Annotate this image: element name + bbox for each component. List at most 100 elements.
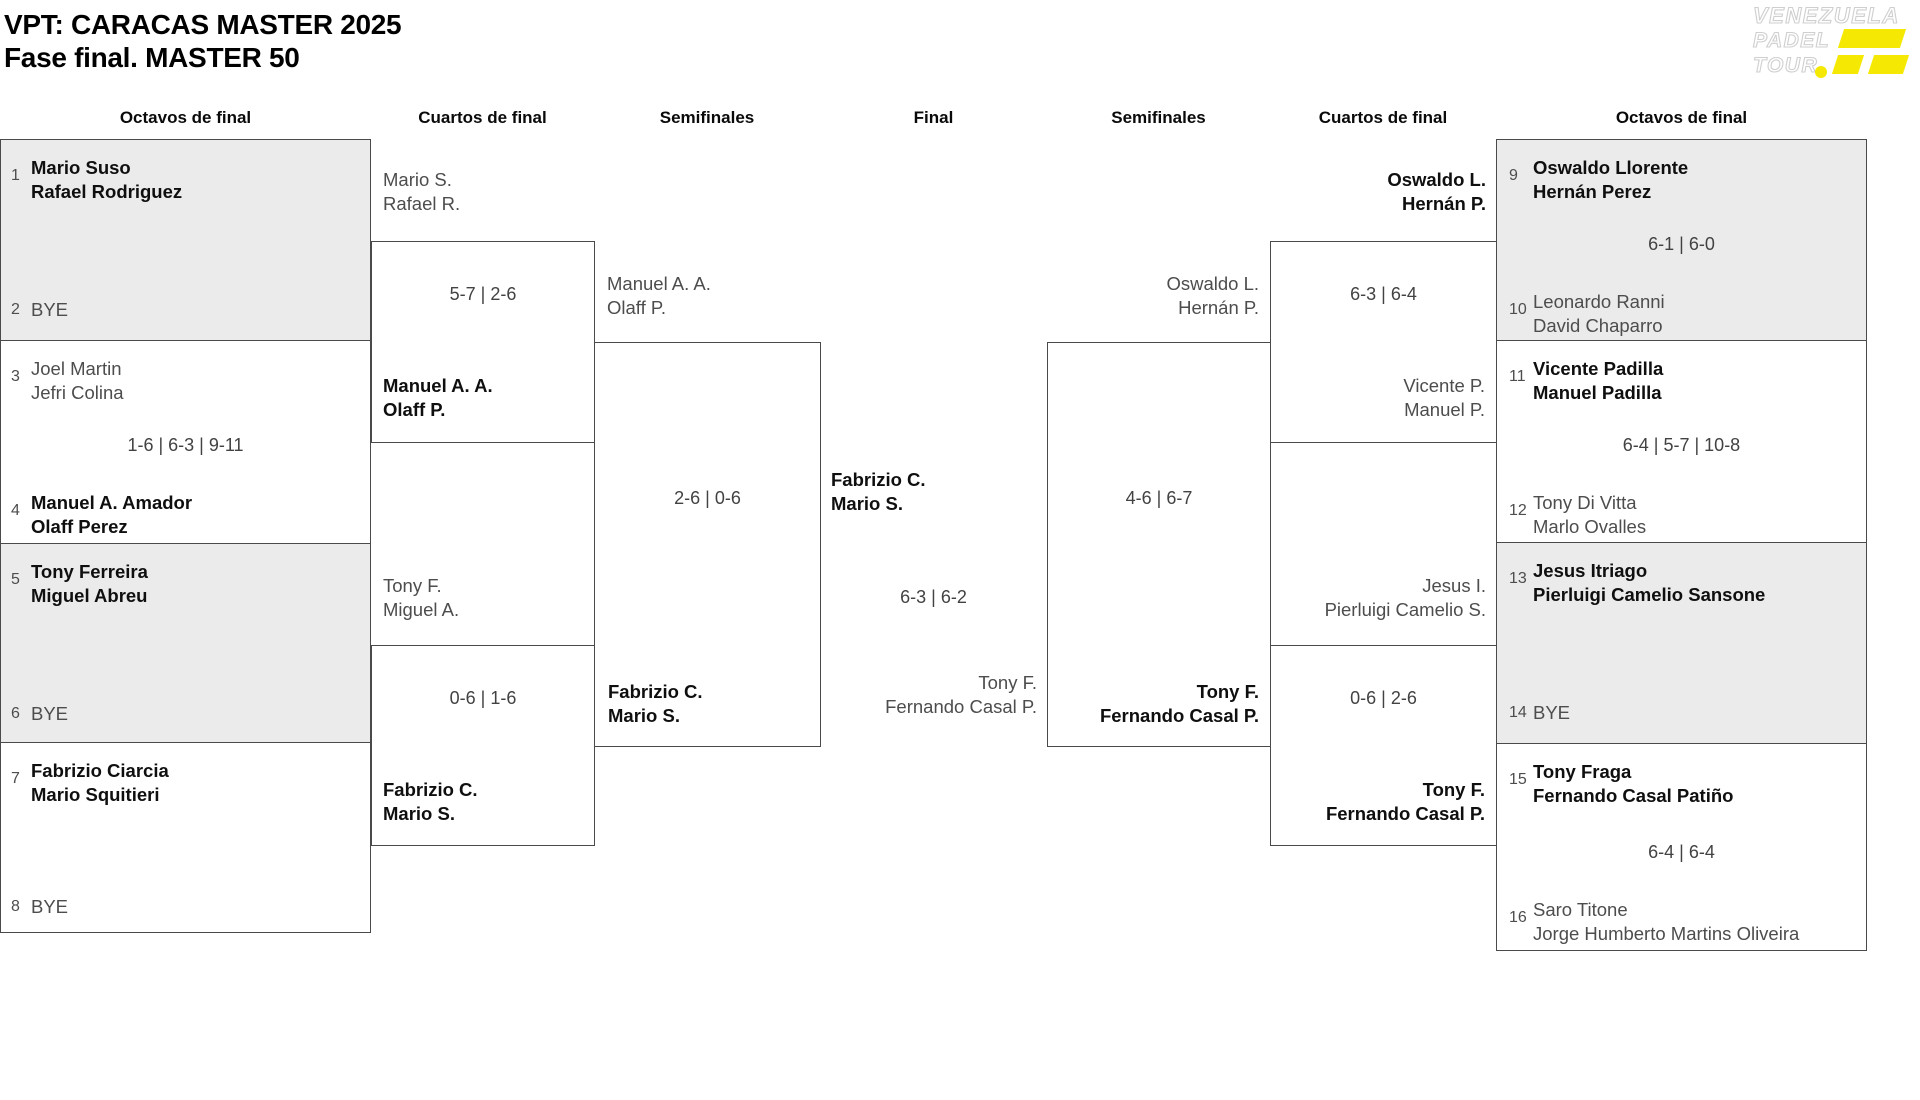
logo-yellow-bar-icon (1867, 55, 1910, 74)
final-team-2: Tony F. Fernando Casal P. (820, 671, 1037, 719)
player-name: Vicente Padilla (1533, 358, 1664, 379)
logo-word-venezuela: VENEZUELA (1752, 3, 1900, 28)
team-pair: Tony Fraga Fernando Casal Patiño (1533, 760, 1733, 808)
player-name: Olaff Perez (31, 516, 128, 537)
match-score: 5-7 | 2-6 (449, 284, 517, 304)
team-pair: Manuel A. A. Olaff P. (383, 374, 493, 422)
match-box-sf-right: 4-6 | 6-7 Tony F. Fernando Casal P. (1047, 342, 1271, 747)
player-name: Miguel A. (383, 599, 460, 620)
seed-number: 16 (1509, 909, 1527, 926)
team-pair: Fabrizio C. Mario S. (383, 778, 478, 826)
team-pair: Jesus I. Pierluigi Camelio S. (1270, 574, 1486, 622)
bye-label: BYE (31, 703, 69, 724)
player-name: David Chaparro (1533, 315, 1663, 336)
seed-number: 5 (11, 571, 20, 588)
round-header-cuartos-right: Cuartos de final (1318, 108, 1448, 127)
player-name: Fernando Casal Patiño (1533, 785, 1734, 806)
player-name: Tony F. (978, 672, 1037, 693)
player-name: Manuel A. A. (607, 273, 711, 294)
player-name: Fernando Casal P. (1325, 803, 1485, 824)
bye-label: BYE (1533, 702, 1571, 723)
match-score: 1-6 | 6-3 | 9-11 (127, 435, 244, 455)
team-pair: Fabrizio C. Mario S. (608, 680, 703, 728)
seed-number: 7 (11, 770, 20, 787)
match-box-oct-left-4: 7 Fabrizio Ciarcia Mario Squitieri 8 BYE (0, 742, 371, 933)
player-name: Tony Ferreira (31, 561, 148, 582)
logo-word-tour: TOUR (1752, 54, 1819, 77)
match-box-oct-right-2: 11 Vicente Padilla Manuel Padilla 6-4 | … (1496, 340, 1867, 543)
match-score: 6-4 | 6-4 (1648, 842, 1715, 862)
player-name: Mario S. (383, 803, 455, 824)
match-box-oct-left-3: 5 Tony Ferreira Miguel Abreu 6 BYE (0, 543, 371, 743)
team-pair: Oswaldo L. Hernán P. (1047, 272, 1259, 320)
player-name: Jesus I. (1422, 575, 1486, 596)
player-name: Jefri Colina (31, 382, 124, 403)
team-pair: Tony F. Miguel A. (383, 574, 459, 622)
team-pair: Saro Titone Jorge Humberto Martins Olive… (1533, 898, 1799, 946)
seed-number: 15 (1509, 771, 1527, 788)
seed-number: 9 (1509, 167, 1518, 184)
round-header-cuartos-left: Cuartos de final (418, 108, 547, 127)
player-name: Rafael Rodriguez (31, 181, 183, 202)
player-name: Oswaldo Llorente (1533, 157, 1689, 178)
bye-label: BYE (31, 896, 69, 917)
player-name: Fabrizio C. (831, 469, 926, 490)
player-name: Marlo Ovalles (1533, 516, 1647, 537)
player-name: Fabrizio C. (383, 779, 478, 800)
player-name: Manuel Padilla (1533, 382, 1662, 403)
player-name: Oswaldo L. (1387, 169, 1486, 190)
player-name: Manuel A. Amador (31, 492, 193, 513)
player-name: Rafael R. (383, 193, 461, 214)
seed-number: 8 (11, 898, 20, 915)
match-box-oct-left-2: 3 Joel Martin Jefri Colina 1-6 | 6-3 | 9… (0, 340, 371, 544)
team-pair: Oswaldo Llorente Hernán Perez (1533, 156, 1688, 204)
player-name: Vicente P. (1403, 375, 1485, 396)
player-name: Saro Titone (1533, 899, 1628, 920)
round-header-octavos-left: Octavos de final (119, 108, 252, 127)
seed-number: 4 (11, 502, 20, 519)
seed-number: 13 (1509, 570, 1527, 587)
match-box-oct-right-3: 13 Jesus Itriago Pierluigi Camelio Sanso… (1496, 542, 1867, 744)
seed-number: 6 (11, 705, 20, 722)
player-name: Tony F. (1196, 681, 1259, 702)
team-pair: Leonardo Ranni David Chaparro (1533, 290, 1665, 338)
player-name: Pierluigi Camelio Sansone (1533, 584, 1766, 605)
match-score: 0-6 | 1-6 (449, 688, 517, 708)
match-score: 6-1 | 6-0 (1648, 234, 1715, 254)
logo-yellow-bar-icon (1837, 29, 1907, 48)
player-name: Pierluigi Camelio S. (1324, 599, 1486, 620)
player-name: Hernán P. (1178, 297, 1259, 318)
match-score: 0-6 | 2-6 (1350, 688, 1417, 708)
team-pair: Tony F. Fernando Casal P. (1326, 778, 1485, 826)
match-box-sf-left: 2-6 | 0-6 Fabrizio C. Mario S. (594, 342, 821, 747)
player-name: Fernando Casal P. (1099, 705, 1259, 726)
player-name: Hernán Perez (1533, 181, 1652, 202)
player-name: Mario S. (831, 493, 903, 514)
round-header-semis-right: Semifinales (1111, 108, 1206, 127)
seed-number: 10 (1509, 301, 1527, 318)
logo-yellow-bar-icon (1831, 55, 1865, 74)
player-name: Fabrizio Ciarcia (31, 760, 169, 781)
team-pair: Jesus Itriago Pierluigi Camelio Sansone (1533, 559, 1765, 607)
player-name: Mario S. (608, 705, 680, 726)
seed-number: 1 (11, 167, 20, 184)
player-name: Fernando Casal P. (885, 696, 1037, 717)
match-score: 4-6 | 6-7 (1125, 488, 1193, 508)
event-title: VPT: CARACAS MASTER 2025 (4, 9, 402, 40)
player-name: Jesus Itriago (1533, 560, 1648, 581)
team-pair: Manuel A. A. Olaff P. (607, 272, 711, 320)
final-team-1: Fabrizio C. Mario S. (831, 468, 926, 516)
match-box-oct-right-1: 9 Oswaldo Llorente Hernán Perez 6-1 | 6-… (1496, 139, 1867, 341)
player-name: Manuel P. (1404, 399, 1485, 420)
player-name: Fabrizio C. (608, 681, 703, 702)
team-pair: Manuel A. Amador Olaff Perez (31, 491, 192, 539)
match-box-oct-right-4: 15 Tony Fraga Fernando Casal Patiño 6-4 … (1496, 743, 1867, 951)
team-pair: Oswaldo L. Hernán P. (1270, 168, 1486, 216)
match-box-qf-right-1: 6-3 | 6-4 Vicente P. Manuel P. (1270, 241, 1497, 443)
player-name: Tony F. (383, 575, 442, 596)
player-name: Tony F. (1422, 779, 1485, 800)
logo-word-padel: PADEL (1752, 29, 1831, 52)
match-box-qf-left-1: 5-7 | 2-6 Manuel A. A. Olaff P. (371, 241, 595, 443)
team-pair: Vicente P. Manuel P. (1403, 374, 1485, 422)
